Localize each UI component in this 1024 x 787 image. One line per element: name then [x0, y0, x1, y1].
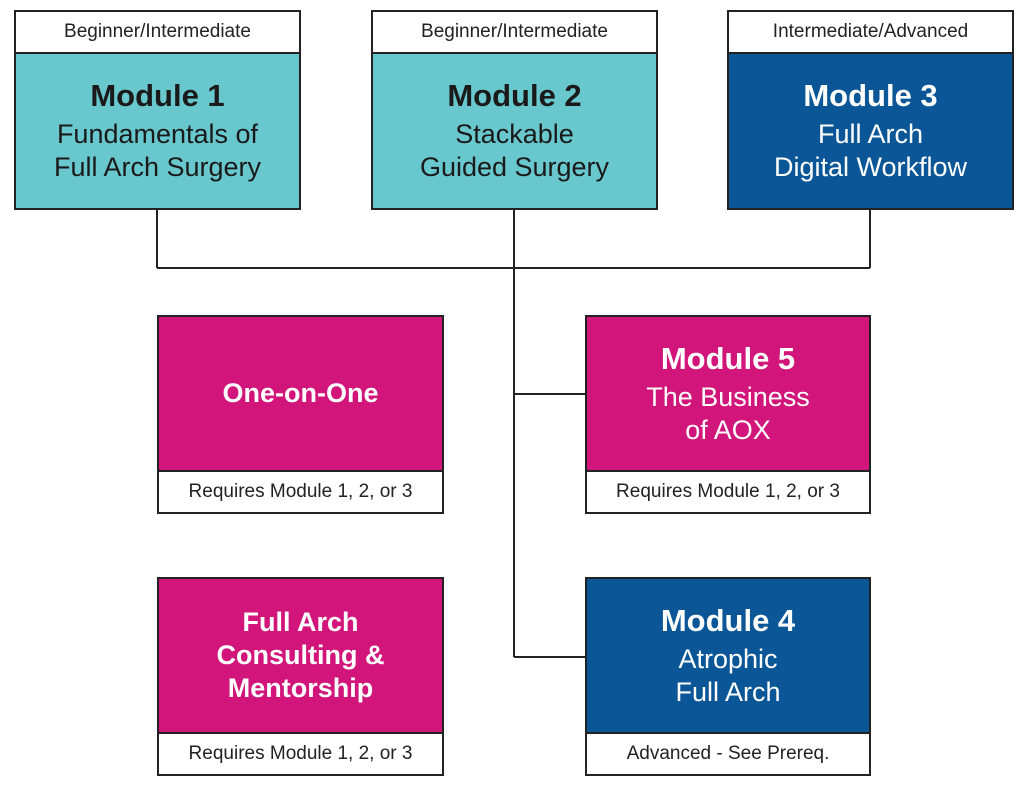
module-3-box[interactable]: Module 3 Full Arch Digital Workflow — [727, 52, 1014, 210]
consulting-title-line2: Consulting & — [216, 640, 385, 670]
module-3-title: Module 3 — [803, 78, 938, 113]
module-3-level-label: Intermediate/Advanced — [727, 10, 1014, 54]
module-2-box[interactable]: Module 2 Stackable Guided Surgery — [371, 52, 658, 210]
module-5-title: Module 5 — [660, 340, 796, 376]
module-4-title: Module 4 — [660, 602, 796, 638]
module-4-prerequisite: Advanced - See Prereq. — [585, 732, 871, 776]
consulting-title-line3: Mentorship — [227, 673, 374, 703]
module-1-subtitle-line1: Fundamentals of — [56, 119, 259, 149]
consulting-title-line1: Full Arch — [242, 607, 359, 637]
module-2-subtitle-line2: Guided Surgery — [419, 152, 610, 182]
module-4-subtitle-line1: Atrophic — [678, 643, 778, 674]
module-1-level-label: Beginner/Intermediate — [14, 10, 301, 54]
module-5-subtitle-line1: The Business — [646, 381, 810, 412]
module-2-level-label: Beginner/Intermediate — [371, 10, 658, 54]
consulting-requirement: Requires Module 1, 2, or 3 — [157, 732, 444, 776]
module-5-requirement: Requires Module 1, 2, or 3 — [585, 470, 871, 514]
consulting-mentorship-box[interactable]: Full Arch Consulting & Mentorship — [157, 577, 444, 734]
module-4-subtitle-line2: Full Arch — [675, 676, 781, 707]
module-2-title: Module 2 — [447, 78, 582, 113]
module-5-box[interactable]: Module 5 The Business of AOX — [585, 315, 871, 472]
module-3-subtitle-line1: Full Arch — [817, 119, 924, 149]
module-1-title: Module 1 — [90, 78, 225, 113]
module-4-box[interactable]: Module 4 Atrophic Full Arch — [585, 577, 871, 734]
module-5-subtitle-line2: of AOX — [685, 414, 771, 445]
one-on-one-box[interactable]: One-on-One — [157, 315, 444, 472]
module-3-subtitle-line2: Digital Workflow — [773, 152, 968, 182]
module-2-subtitle-line1: Stackable — [455, 119, 574, 149]
one-on-one-requirement: Requires Module 1, 2, or 3 — [157, 470, 444, 514]
module-1-box[interactable]: Module 1 Fundamentals of Full Arch Surge… — [14, 52, 301, 210]
one-on-one-title: One-on-One — [222, 378, 379, 408]
module-1-subtitle-line2: Full Arch Surgery — [53, 152, 262, 182]
